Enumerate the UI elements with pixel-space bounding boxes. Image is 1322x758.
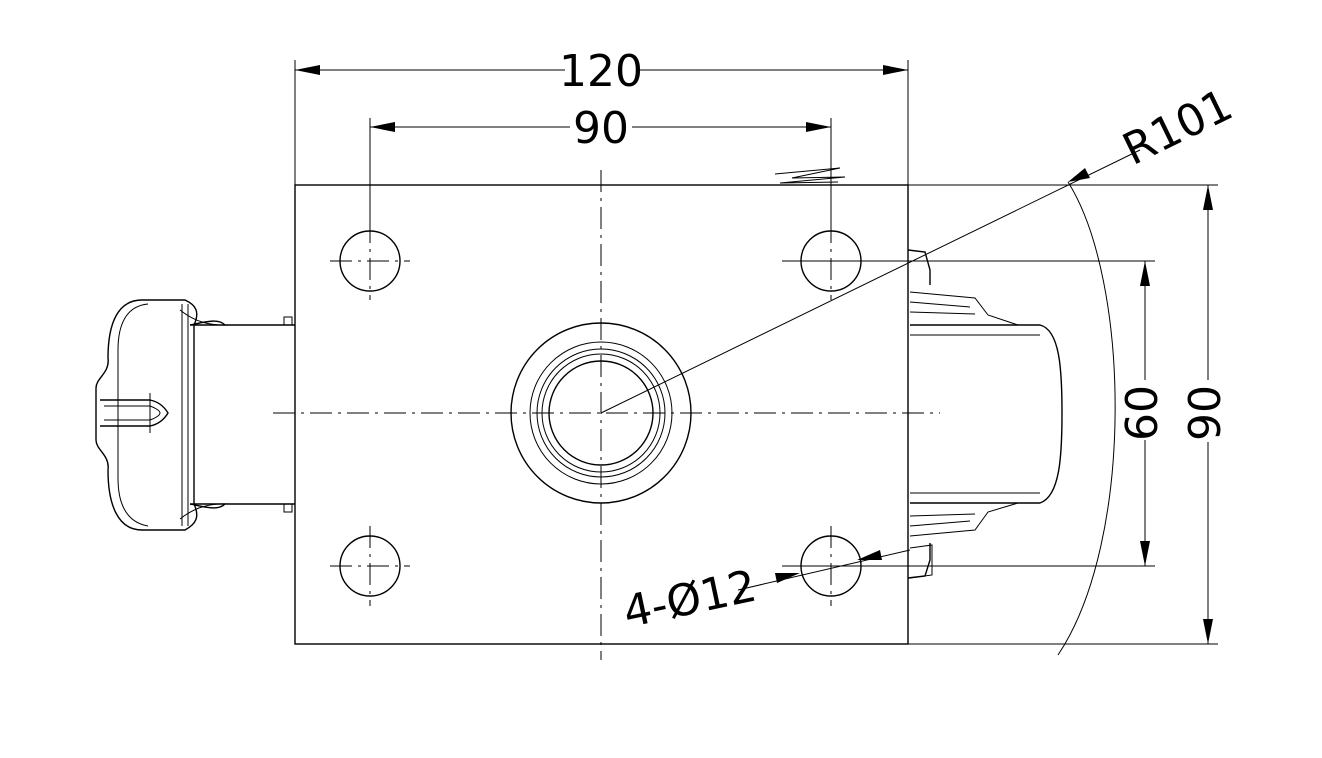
surface-mark — [774, 167, 846, 184]
dimension-label-holes: 4-Ø12 — [619, 561, 761, 639]
dimension-hole-callout: 4-Ø12 — [619, 549, 911, 639]
dimension-label-60: 60 — [1117, 385, 1168, 441]
wheel-assembly — [907, 249, 1063, 579]
center-lines — [273, 170, 940, 660]
dimension-overall-height: 90 — [908, 184, 1231, 645]
brake-pedal — [95, 299, 295, 531]
dimension-hole-spacing-x: 90 — [369, 103, 832, 231]
dimension-hole-spacing-y: 60 — [800, 260, 1168, 567]
swivel-radius-arc — [1057, 181, 1116, 656]
dimension-label-90-right: 90 — [1180, 385, 1231, 441]
swivel-bearing — [510, 322, 692, 504]
dimension-overall-width: 120 — [294, 46, 909, 185]
mounting-hole-top-left — [330, 221, 410, 300]
dimension-label-120: 120 — [559, 46, 643, 97]
mounting-hole-bottom-left — [330, 526, 410, 606]
dimension-label-90-top: 90 — [573, 103, 629, 154]
dimension-label-r101: R101 — [1115, 80, 1240, 176]
